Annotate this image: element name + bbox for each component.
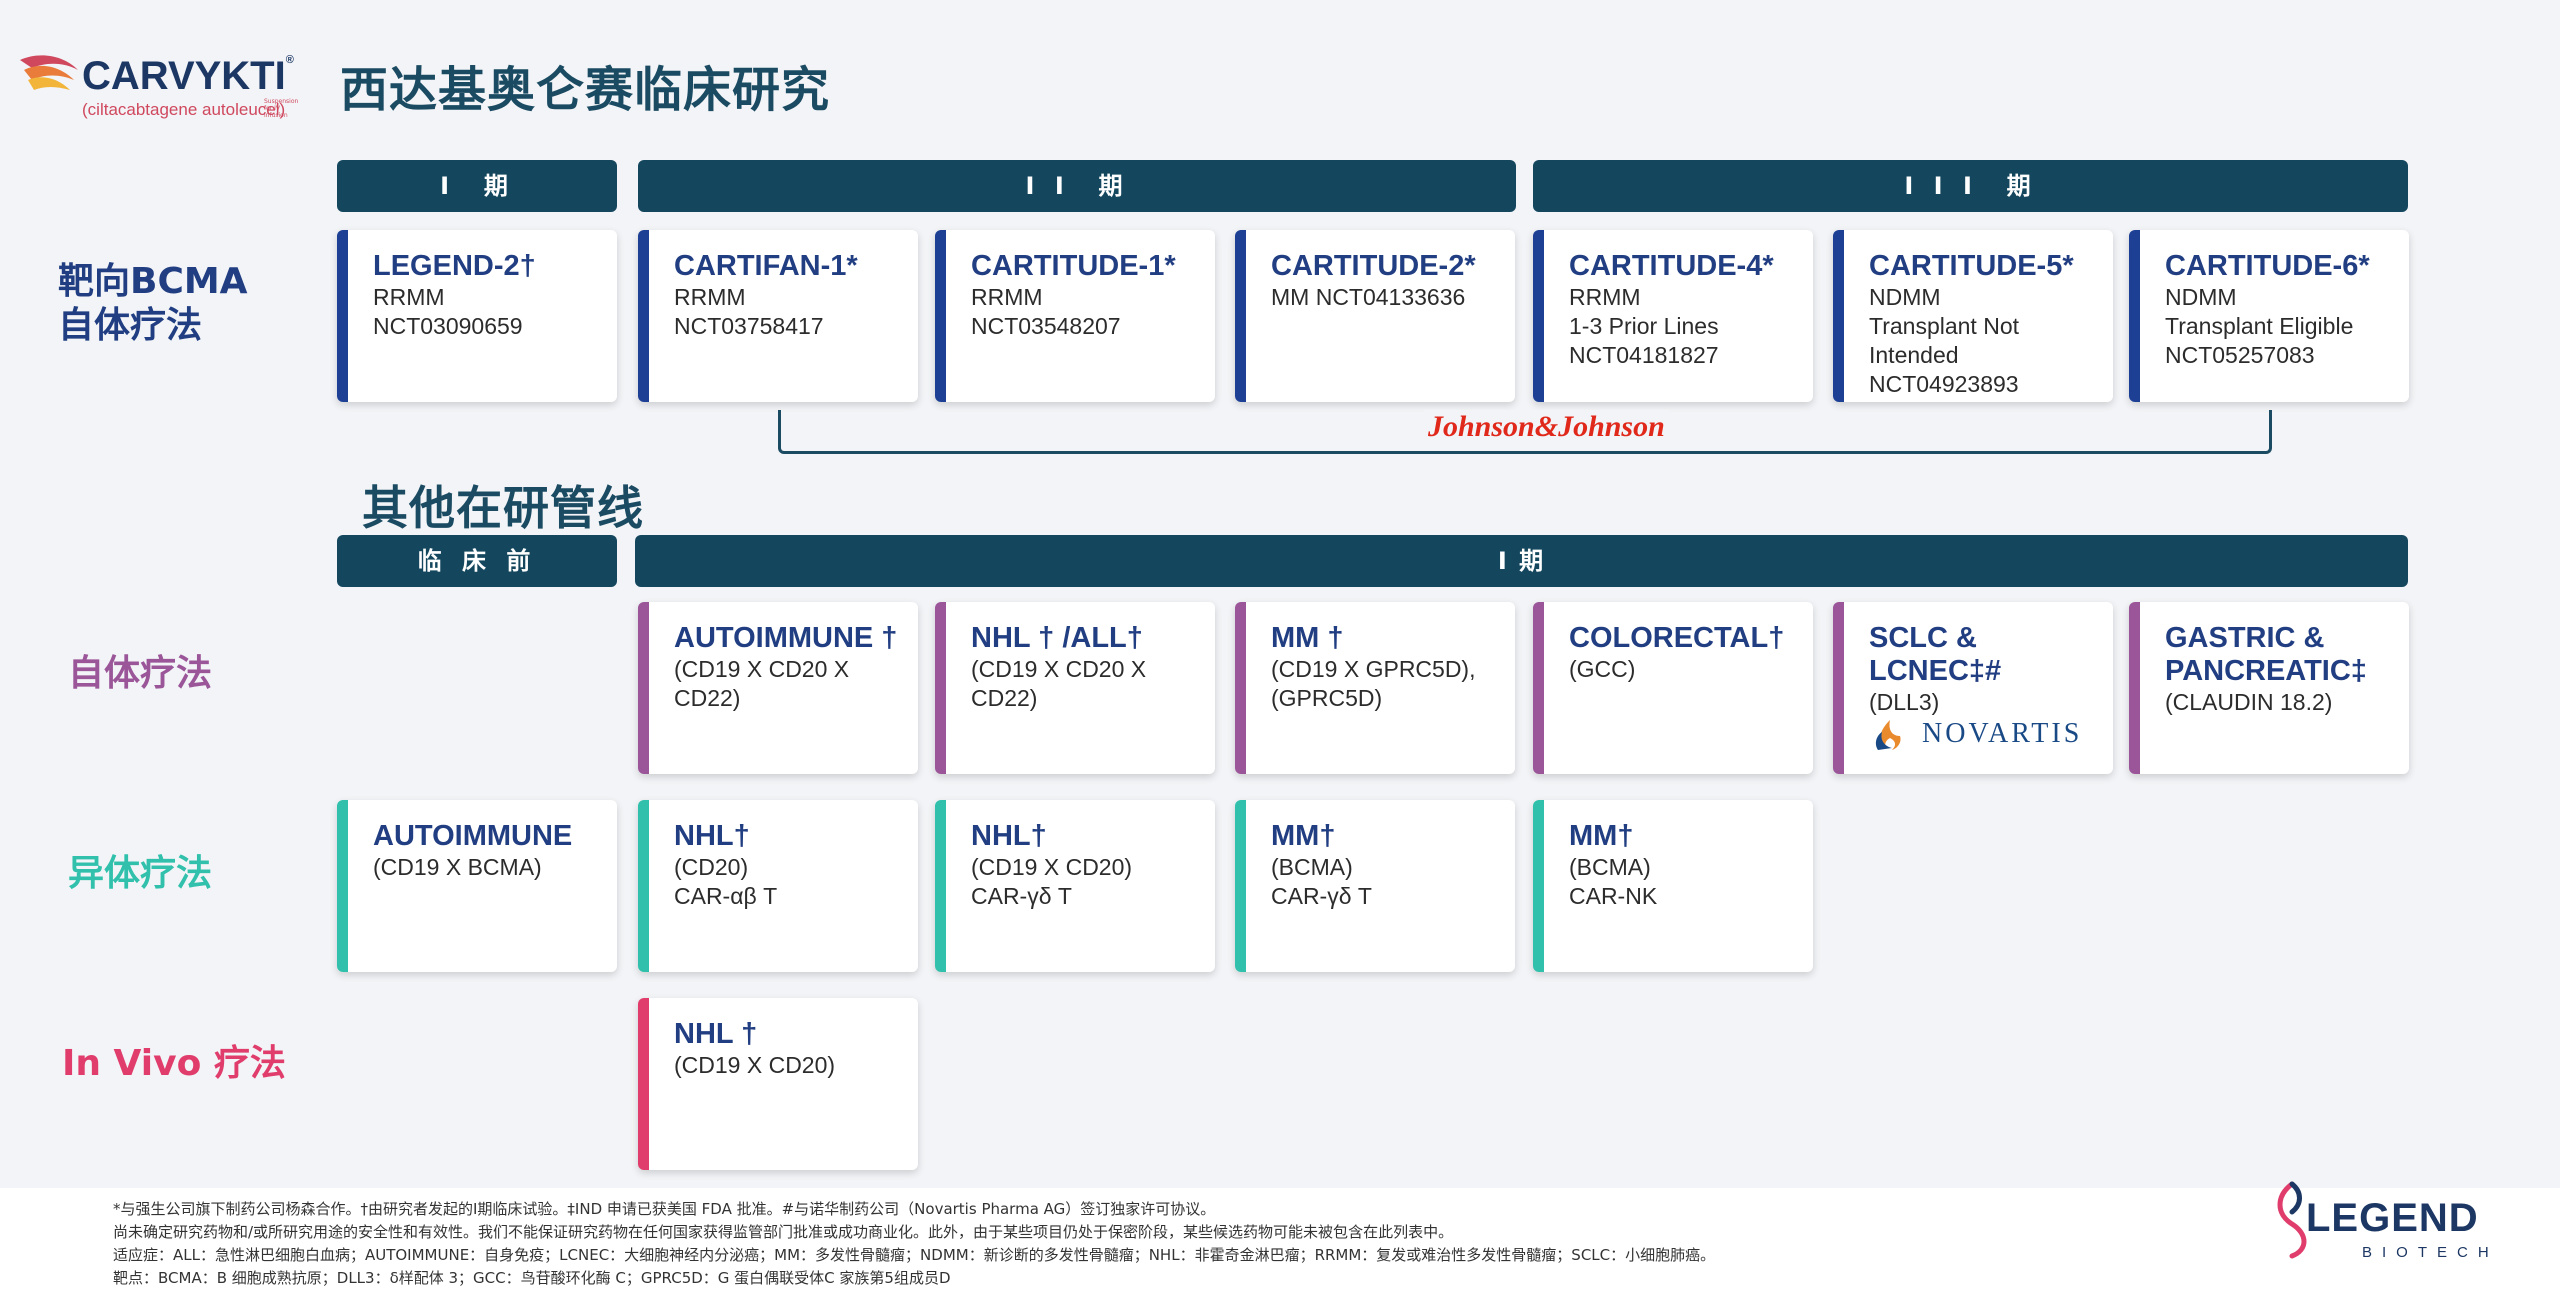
card-detail: (CD19 X CD20) CAR-γδ T <box>971 854 1133 909</box>
card-auto-autoimmune[interactable]: AUTOIMMUNE † (CD19 X CD20 X CD22) <box>638 602 918 774</box>
card-allo-nhl-cd20[interactable]: NHL† (CD20) CAR-αβ T <box>638 800 918 972</box>
card-invivo-nhl[interactable]: NHL † (CD19 X CD20) <box>638 998 918 1170</box>
card-auto-nhl-all[interactable]: NHL † /ALL† (CD19 X CD20 X CD22) <box>935 602 1215 774</box>
brand-tiny-note: Suspension for IV infusion <box>264 98 299 119</box>
phase-preclinical-header: 临 床 前 <box>337 535 617 587</box>
brand-generic-name: (ciltacabtagene autoleucel) <box>82 100 286 119</box>
card-allo-autoimmune[interactable]: AUTOIMMUNE (CD19 X BCMA) <box>337 800 617 972</box>
card-title: NHL† <box>971 820 1047 852</box>
card-auto-gastric-pancreatic[interactable]: GASTRIC & PANCREATIC‡ (CLAUDIN 18.2) <box>2129 602 2409 774</box>
card-title: AUTOIMMUNE <box>373 820 573 852</box>
card-detail: (DLL3) <box>1869 689 1940 715</box>
novartis-wordmark: NOVARTIS <box>1922 718 2083 749</box>
card-auto-colorectal[interactable]: COLORECTAL† (GCC) <box>1533 602 1813 774</box>
card-title: CARTITUDE-4* <box>1569 250 1774 282</box>
card-title: CARTIFAN-1* <box>674 250 858 282</box>
novartis-flame-icon <box>1875 720 1901 750</box>
card-title: MM† <box>1569 820 1634 852</box>
card-title: MM† <box>1271 820 1336 852</box>
card-detail: (CD19 X CD20) <box>674 1052 836 1078</box>
card-title: LEGEND-2† <box>373 250 536 282</box>
card-title: CARTITUDE-1* <box>971 250 1176 282</box>
card-cartitude-1[interactable]: CARTITUDE-1* RRMM NCT03548207 <box>935 230 1215 402</box>
phase-2-header: I I 期 <box>638 160 1516 212</box>
card-detail: RRMM 1-3 Prior Lines NCT04181827 <box>1569 284 1719 368</box>
card-detail: (BCMA) CAR-γδ T <box>1271 854 1372 909</box>
card-cartitude-5[interactable]: CARTITUDE-5* NDMM Transplant Not Intende… <box>1833 230 2113 402</box>
card-cartifan-1[interactable]: CARTIFAN-1* RRMM NCT03758417 <box>638 230 918 402</box>
footnote-disclaimer: 尚未确定研究药物和/或所研究用途的安全性和有效性。我们不能保证研究药物在任何国家… <box>113 1223 1454 1241</box>
footer: *与强生公司旗下制药公司杨森合作。†由研究者发起的I期临床试验。‡IND 申请已… <box>0 1188 2560 1300</box>
card-title: MM † <box>1271 622 1344 654</box>
card-allo-mm-gd[interactable]: MM† (BCMA) CAR-γδ T <box>1235 800 1515 972</box>
card-title: CARTITUDE-5* <box>1869 250 2074 282</box>
card-detail: (BCMA) CAR-NK <box>1569 854 1658 909</box>
card-title: SCLC & LCNEC‡# <box>1869 622 2002 687</box>
page-title: 西达基奥仑赛临床研究 <box>340 62 831 118</box>
jnj-partnership-bracket <box>778 410 2272 454</box>
card-title: NHL† <box>674 820 750 852</box>
brand-name: CARVYKTI® <box>82 54 294 98</box>
card-detail: RRMM NCT03548207 <box>971 284 1121 339</box>
card-auto-mm[interactable]: MM † (CD19 X GPRC5D), (GPRC5D) <box>1235 602 1515 774</box>
card-title: AUTOIMMUNE † <box>674 622 898 654</box>
card-cartitude-6[interactable]: CARTITUDE-6* NDMM Transplant Eligible NC… <box>2129 230 2409 402</box>
card-detail: (CD20) CAR-αβ T <box>674 854 778 909</box>
legend-biotech-subtext: BIOTECH <box>2362 1244 2499 1261</box>
card-detail: NDMM Transplant Eligible NCT05257083 <box>2165 284 2354 368</box>
card-detail: RRMM NCT03758417 <box>674 284 824 339</box>
card-title: COLORECTAL† <box>1569 622 1785 654</box>
card-detail: (CD19 X CD20 X CD22) <box>971 656 1147 711</box>
legend-ribbon-icon <box>2277 1181 2307 1259</box>
legend-wordmark: LEGEND <box>2306 1196 2479 1240</box>
card-detail: RRMM NCT03090659 <box>373 284 523 339</box>
card-title: CARTITUDE-2* <box>1271 250 1476 282</box>
card-title: CARTITUDE-6* <box>2165 250 2370 282</box>
card-legend-2[interactable]: LEGEND-2† RRMM NCT03090659 <box>337 230 617 402</box>
section-title-pipeline: 其他在研管线 <box>362 481 644 535</box>
card-cartitude-4[interactable]: CARTITUDE-4* RRMM 1-3 Prior Lines NCT041… <box>1533 230 1813 402</box>
row-label-allogeneic: 异体疗法 <box>68 853 213 894</box>
card-auto-sclc-lcnec[interactable]: SCLC & LCNEC‡# (DLL3) <box>1833 602 2113 774</box>
phase-3-header: I I I 期 <box>1533 160 2408 212</box>
row-label-in-vivo: In Vivo 疗法 <box>62 1043 286 1084</box>
card-detail: (CD19 X CD20 X CD22) <box>674 656 850 711</box>
card-allo-mm-nk[interactable]: MM† (BCMA) CAR-NK <box>1533 800 1813 972</box>
jnj-logo: Johnson&Johnson <box>1424 410 1669 444</box>
footnote-indications: 适应症：ALL：急性淋巴细胞白血病；AUTOIMMUNE：自身免疫；LCNEC：… <box>113 1246 1716 1264</box>
card-detail: (CD19 X BCMA) <box>373 854 542 880</box>
card-detail: MM NCT04133636 <box>1271 284 1466 310</box>
footnote-targets: 靶点：BCMA：B 细胞成熟抗原；DLL3：δ样配体 3；GCC：鸟苷酸环化酶 … <box>113 1269 951 1287</box>
card-title: GASTRIC & PANCREATIC‡ <box>2165 622 2367 687</box>
card-detail: (CLAUDIN 18.2) <box>2165 689 2333 715</box>
legend-biotech-logo: LEGEND BIOTECH <box>2262 1174 2512 1264</box>
row-label-autologous: 自体疗法 <box>68 653 213 694</box>
phase-1-pipeline-header: I 期 <box>635 535 2408 587</box>
card-detail: (GCC) <box>1569 656 1636 682</box>
row-label-bcma: 靶向BCMA 自体疗法 <box>58 261 248 346</box>
carvykti-logo: CARVYKTI® (ciltacabtagene autoleucel) Su… <box>18 48 298 119</box>
carvykti-wing-icon <box>20 55 78 90</box>
phase-1-header: I 期 <box>337 160 617 212</box>
card-cartitude-2[interactable]: CARTITUDE-2* MM NCT04133636 <box>1235 230 1515 402</box>
footnote-partners: *与强生公司旗下制药公司杨森合作。†由研究者发起的I期临床试验。‡IND 申请已… <box>113 1200 1216 1218</box>
novartis-logo: NOVARTIS <box>1872 714 2092 754</box>
card-title: NHL † /ALL† <box>971 622 1143 654</box>
card-detail: (CD19 X GPRC5D), (GPRC5D) <box>1271 656 1476 711</box>
card-detail: NDMM Transplant Not Intended NCT04923893 <box>1869 284 2019 397</box>
card-title: NHL † <box>674 1018 758 1050</box>
card-allo-nhl-cd19-cd20[interactable]: NHL† (CD19 X CD20) CAR-γδ T <box>935 800 1215 972</box>
